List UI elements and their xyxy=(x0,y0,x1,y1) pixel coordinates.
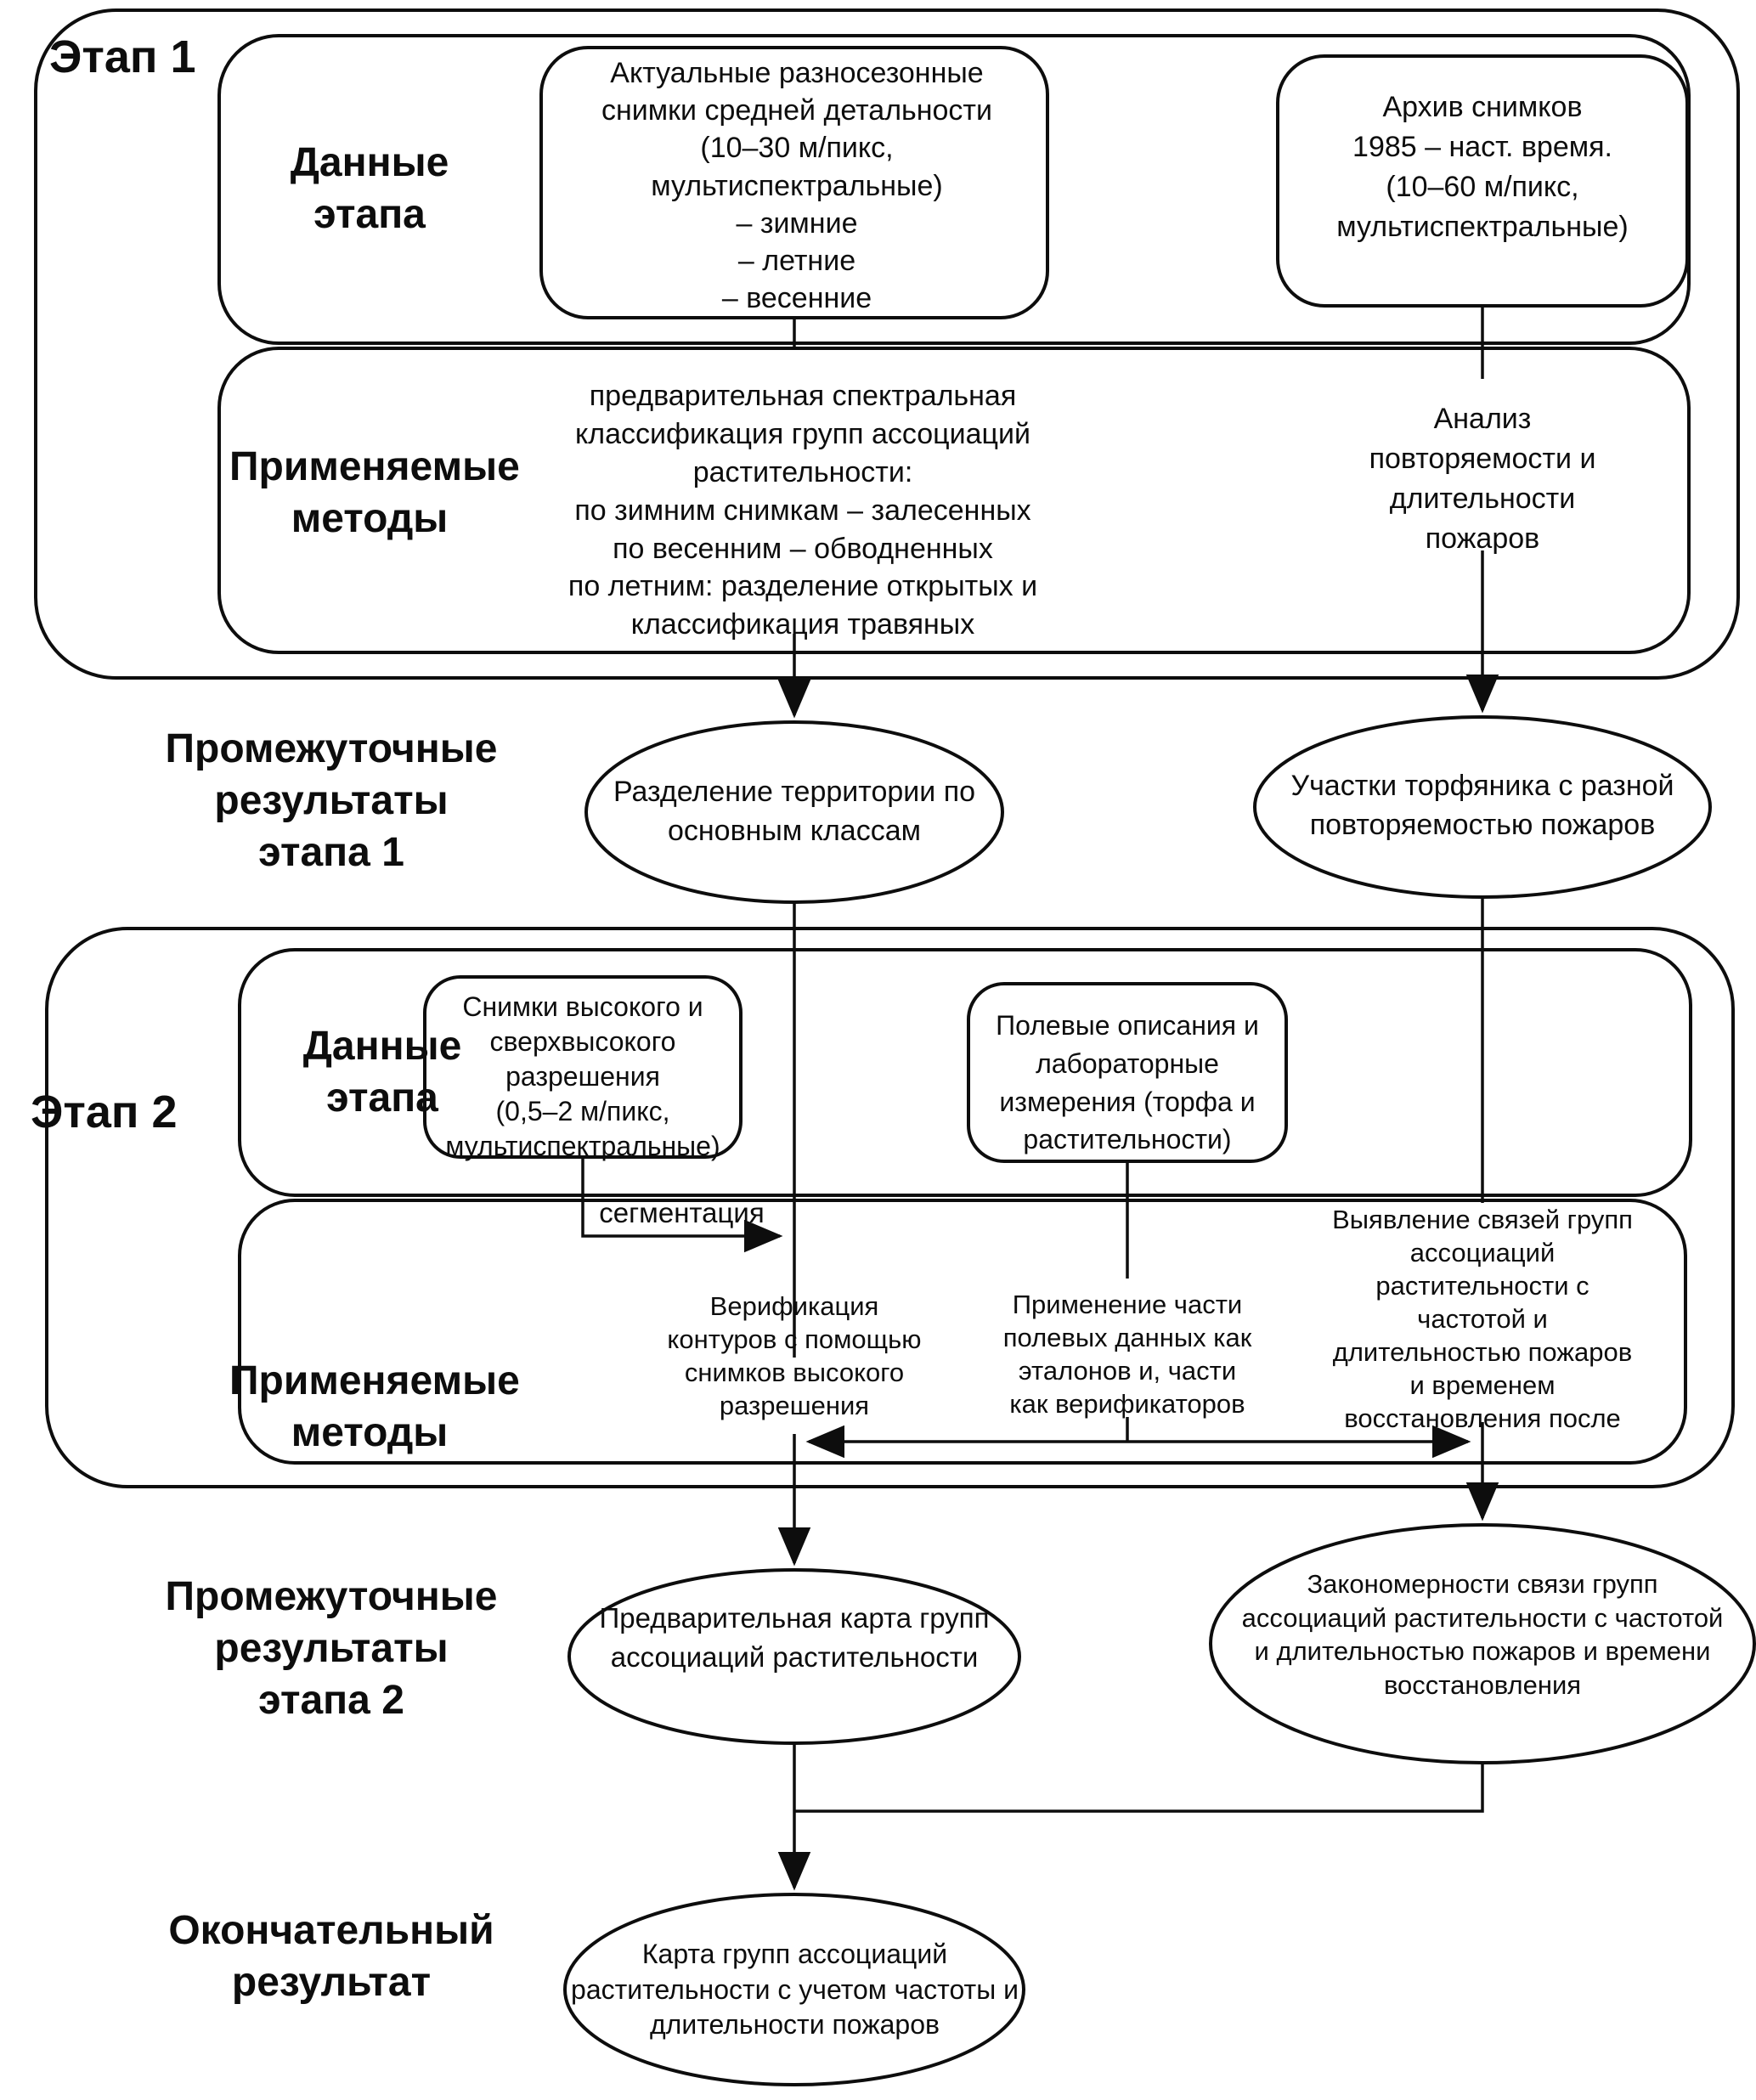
preliminary-map-text: Предварительная карта групп ассоциаций р… xyxy=(599,1602,990,1674)
intermediate2-label: Промежуточные результаты этапа 2 xyxy=(165,1574,498,1723)
field-application-method-text: Применение части полевых данных как этал… xyxy=(1002,1290,1252,1420)
arrow-segmentation xyxy=(581,1157,783,1253)
stage1-label: Этап 1 xyxy=(49,31,196,82)
final-map-ellipse xyxy=(563,1893,1025,2086)
territory-division-text: Разделение территории по основным класса… xyxy=(613,776,976,847)
stage1-methods-section-outline xyxy=(217,347,1691,654)
classification-method-text: предварительная спектральная классификац… xyxy=(567,380,1038,641)
stage2-label: Этап 2 xyxy=(31,1087,178,1138)
multiseason-images-text: Актуальные разносезонные снимки средней … xyxy=(601,57,992,315)
relation-detection-method-text: Выявление связей групп ассоциаций растит… xyxy=(1332,1205,1633,1434)
final-result-label: Окончательный результат xyxy=(168,1908,494,2005)
final-map-text: Карта групп ассоциаций растительности с … xyxy=(571,1939,1019,2041)
stage2-methods-section-label: Применяемые методы xyxy=(229,1358,520,1455)
connector-patterns-to-merge xyxy=(794,1763,1484,1813)
field-data-text: Полевые описания и лабораторные измерени… xyxy=(996,1010,1259,1155)
segmentation-label: сегментация xyxy=(599,1197,765,1228)
intermediate1-label: Промежуточные результаты этапа 1 xyxy=(165,726,498,875)
stage2-data-section-label: Данные этапа xyxy=(302,1024,462,1121)
stage2-methods-section-outline xyxy=(238,1199,1687,1465)
archive-images-text: Архив снимков 1985 – наст. время. (10–60… xyxy=(1336,91,1629,243)
stage1-methods-section-label: Применяемые методы xyxy=(229,444,520,541)
highres-images-text: Снимки высокого и сверхвысокого разрешен… xyxy=(445,991,720,1161)
stage1-data-section-label: Данные этапа xyxy=(290,140,449,237)
patterns-text: Закономерности связи групп ассоциаций ра… xyxy=(1241,1569,1724,1701)
fire-analysis-method-text: Анализ повторяемости и длительности пожа… xyxy=(1369,403,1596,555)
peat-areas-text: Участки торфяника с разной повторяемость… xyxy=(1290,770,1674,841)
verification-method-text: Верификация контуров с помощью снимков в… xyxy=(667,1291,922,1421)
